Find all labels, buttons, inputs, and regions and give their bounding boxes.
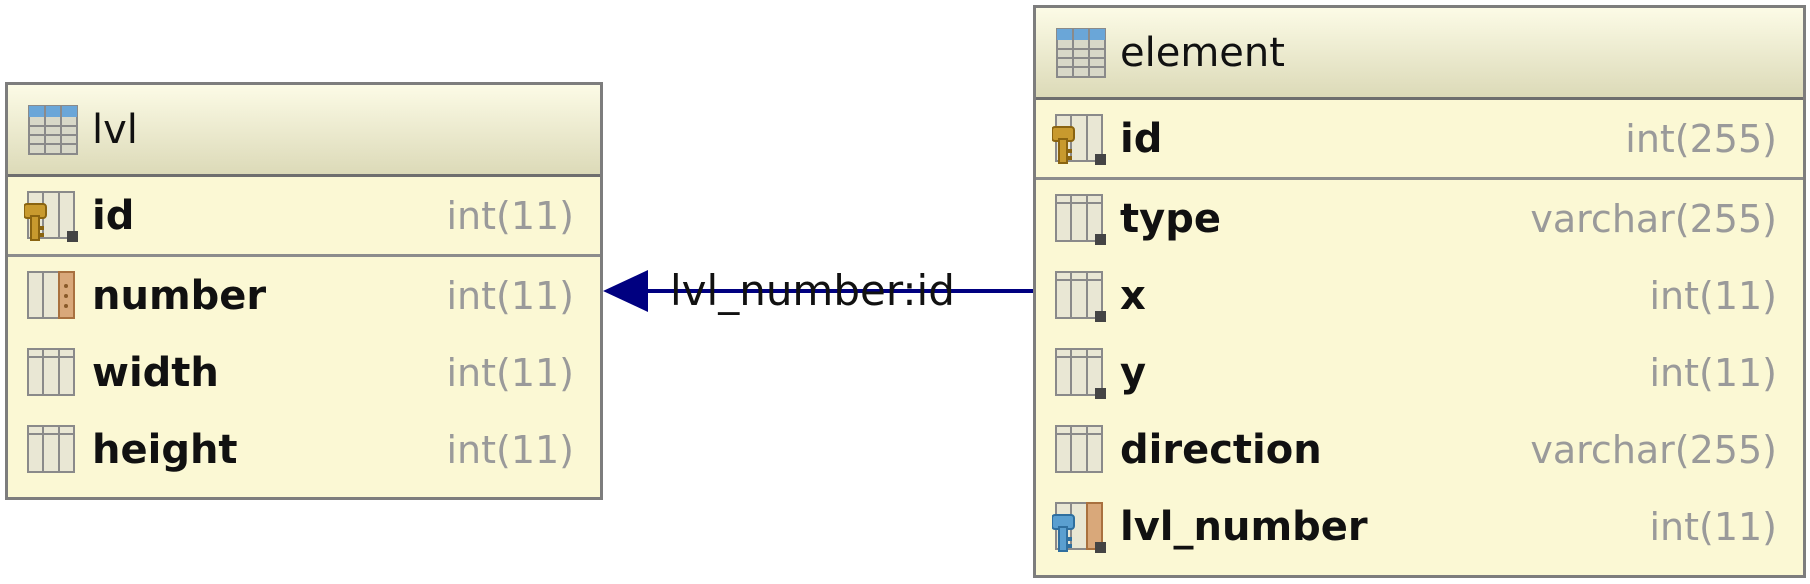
column-row[interactable]: width int(11) [8, 334, 600, 411]
column-row[interactable]: number int(11) [8, 257, 600, 334]
column-type: int(11) [1649, 273, 1777, 318]
column-name: id [1120, 115, 1163, 162]
column-type: int(11) [1649, 350, 1777, 395]
column-type: int(11) [446, 193, 574, 238]
columns-section: type varchar(255) x int(11) y int(11) di… [1036, 180, 1803, 565]
column-row[interactable]: id int(11) [8, 177, 600, 254]
column-name: x [1120, 272, 1146, 319]
not-null-column-icon [1052, 191, 1108, 247]
relation-label: lvl_number:id [670, 266, 955, 315]
column-type: int(11) [1649, 504, 1777, 549]
not-null-column-icon [1052, 345, 1108, 401]
column-type: varchar(255) [1530, 427, 1777, 472]
table-lvl-title: lvl [92, 106, 138, 153]
column-name: type [1120, 195, 1221, 242]
column-icon [24, 422, 80, 478]
table-lvl[interactable]: lvl id int(11) number int(11) width int(… [5, 82, 603, 500]
column-name: id [92, 192, 135, 239]
relation-arrowhead [603, 270, 648, 312]
column-row[interactable]: x int(11) [1036, 257, 1803, 334]
table-icon [28, 105, 78, 155]
column-row[interactable]: lvl_number int(11) [1036, 488, 1803, 565]
column-row[interactable]: type varchar(255) [1036, 180, 1803, 257]
column-name: lvl_number [1120, 503, 1368, 550]
column-name: direction [1120, 426, 1322, 473]
column-name: number [92, 272, 267, 319]
column-icon [24, 345, 80, 401]
column-name: width [92, 349, 219, 396]
primary-key-section: id int(11) [8, 177, 600, 257]
column-row[interactable]: direction varchar(255) [1036, 411, 1803, 488]
column-name: height [92, 426, 238, 473]
column-type: int(255) [1625, 116, 1777, 161]
column-type: int(11) [446, 273, 574, 318]
columns-section: number int(11) width int(11) height int(… [8, 257, 600, 488]
column-type: int(11) [446, 427, 574, 472]
column-type: int(11) [446, 350, 574, 395]
indexed-column-icon [24, 268, 80, 324]
column-type: varchar(255) [1530, 196, 1777, 241]
table-element-header[interactable]: element [1036, 8, 1803, 100]
column-name: y [1120, 349, 1147, 396]
primary-key-section: id int(255) [1036, 100, 1803, 180]
table-icon [1056, 28, 1106, 78]
not-null-column-icon [1052, 268, 1108, 324]
column-row[interactable]: height int(11) [8, 411, 600, 488]
primary-key-column-icon [1052, 111, 1108, 167]
foreign-key-column-icon [1052, 499, 1108, 555]
column-row[interactable]: y int(11) [1036, 334, 1803, 411]
column-icon [1052, 422, 1108, 478]
primary-key-column-icon [24, 188, 80, 244]
table-element[interactable]: element id int(255) type varchar(255) x … [1033, 5, 1806, 578]
table-lvl-header[interactable]: lvl [8, 85, 600, 177]
table-element-title: element [1120, 29, 1285, 76]
column-row[interactable]: id int(255) [1036, 100, 1803, 177]
